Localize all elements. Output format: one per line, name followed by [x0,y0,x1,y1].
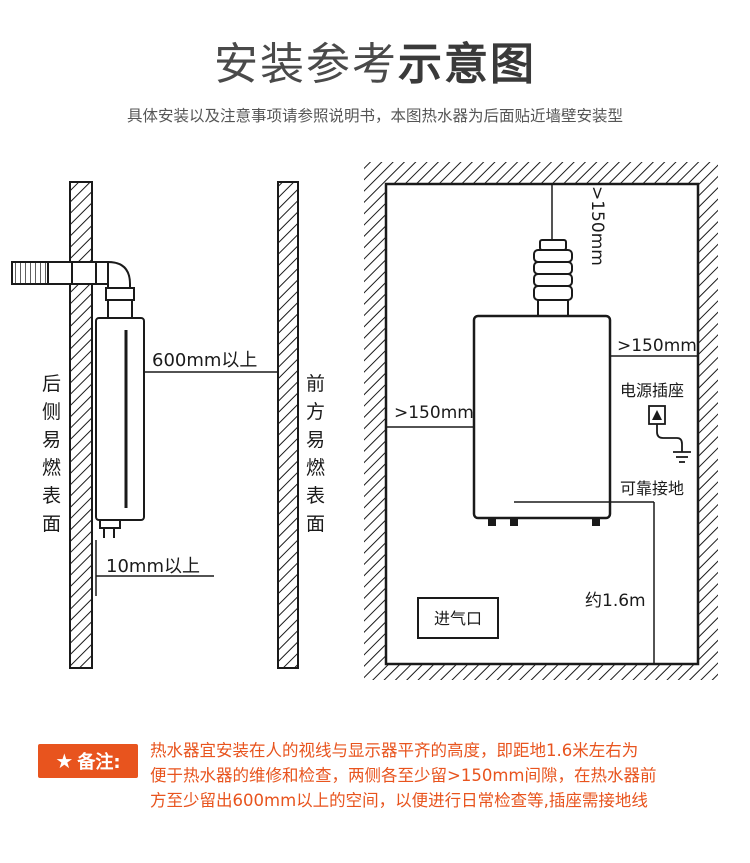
note-line: 方至少留出600mm以上的空间，以便进行日常检查等,插座需接地线 [150,791,648,810]
power-socket-icon [648,405,691,463]
heater-side-view [95,317,145,538]
front-clearance-label: 600mm以上 [152,350,257,371]
back-wall [69,181,93,669]
title-part2: 示意图 [398,39,536,90]
socket-label: 电源插座 [620,381,684,400]
front-wall-char: 表 [306,485,325,507]
note-line: 热水器宜安装在人的视线与显示器平齐的高度，即距地1.6米左右为 [150,741,639,760]
subtitle: 具体安装以及注意事项请参照说明书，本图热水器为后面贴近墙壁安装型 [126,107,623,125]
height-label: 约1.6m [585,591,646,611]
note-badge: ★ 备注: [38,744,138,778]
flue-top [533,239,573,317]
front-wall-char: 面 [306,513,325,535]
ground-label: 可靠接地 [620,479,684,498]
room-inner-outline [384,182,700,666]
air-inlet-box [417,597,499,639]
front-wall [277,181,299,669]
back-wall-char: 侧 [42,401,61,423]
front-wall-char: 易 [306,429,325,451]
front-wall-char: 方 [306,401,325,423]
top-clearance-label: >150mm [587,186,607,266]
star-icon: ★ [55,749,74,773]
note-badge-label: 备注: [77,752,121,773]
back-wall-char: 面 [42,513,61,535]
back-wall-char: 表 [42,485,61,507]
front-wall-char: 燃 [306,457,325,479]
back-clearance-label: 10mm以上 [106,556,200,577]
front-wall-char: 前 [306,373,325,395]
back-wall-label: 后 侧 易 燃 表 面 [42,373,61,535]
heater-front-view [472,314,612,520]
air-inlet-label: 进气口 [434,609,482,628]
left-side-view: 600mm以上 10mm以上 后 侧 易 燃 表 面 前 方 易 燃 表 面 [11,181,325,669]
page-title: 安装参考示意图 [0,28,750,92]
right-front-view: >150mm >150mm >150mm 电源插座 [364,162,718,680]
back-wall-char: 易 [42,429,61,451]
right-clearance-label: >150mm [617,336,697,356]
flue-pipe [11,260,135,319]
note-line: 便于热水器的维修和检查，两侧各至少留>150mm间隙，在热水器前 [150,766,657,785]
back-wall-char: 后 [42,373,61,395]
front-wall-label: 前 方 易 燃 表 面 [306,373,325,535]
title-part1: 安装参考 [214,39,398,90]
left-clearance-label: >150mm [394,403,474,423]
heater-fittings [488,518,600,526]
note-text: 热水器宜安装在人的视线与显示器平齐的高度，即距地1.6米左右为 便于热水器的维修… [150,738,730,813]
back-wall-char: 燃 [42,457,61,479]
